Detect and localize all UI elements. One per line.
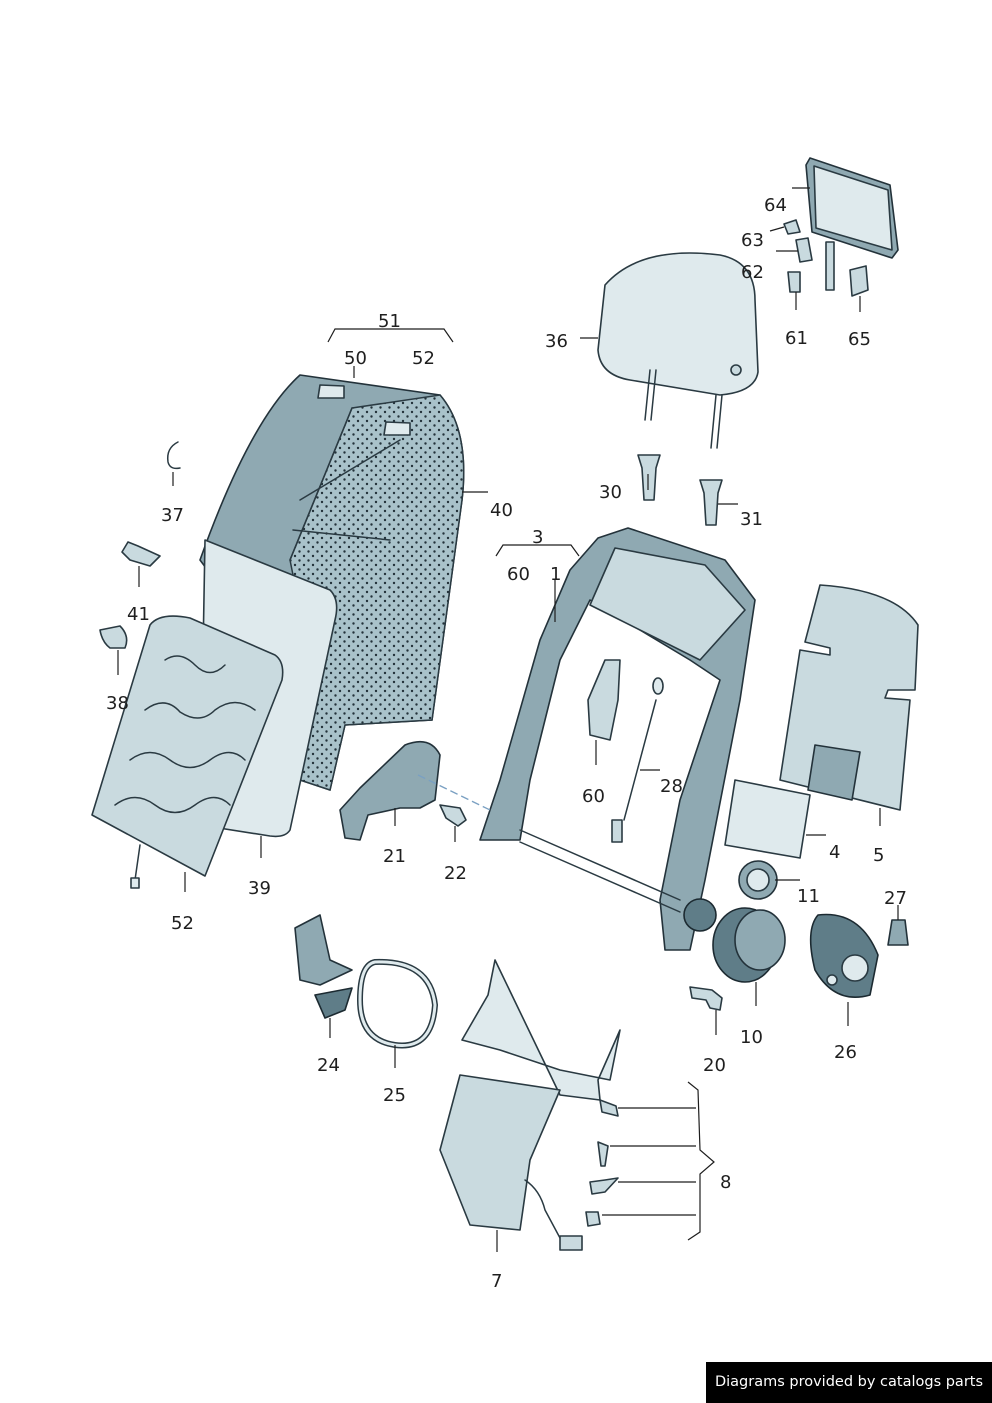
seat-mat-part [439,959,621,1251]
label-37: 37 [161,505,184,526]
label-22: 22 [444,863,467,884]
ratchet-part [738,860,778,900]
headrest-guide-30-part [637,454,661,501]
label-36: 36 [545,331,568,352]
panel-64-part [805,157,899,259]
nut-63-part [783,219,801,235]
label-25: 25 [383,1085,406,1106]
label-51: 51 [378,311,401,332]
label-26: 26 [834,1042,857,1063]
ring-25-part [356,958,439,1049]
label-10: 10 [740,1027,763,1048]
screw-22-part [439,804,467,827]
label-61: 61 [785,328,808,349]
label-62: 62 [741,262,764,283]
bracket-62-part [795,237,813,263]
label-41: 41 [127,604,150,625]
headrest-part [597,252,759,449]
label-11: 11 [797,886,820,907]
label-27: 27 [884,888,907,909]
label-38: 38 [106,693,129,714]
seat-frame-part [479,527,756,951]
label-8: 8 [720,1172,731,1193]
bolt-part [689,986,723,1011]
side-trim-part [339,740,441,841]
leader-lines [117,187,899,1252]
label-50: 50 [344,348,367,369]
label-20: 20 [703,1055,726,1076]
label-5: 5 [873,845,884,866]
clip-41-part [121,541,161,567]
cap-part [809,913,879,999]
headrest-guide-31-part [699,479,723,526]
label-52-bottom: 52 [171,913,194,934]
trim-24-part [294,914,353,1019]
heating-mat-part [91,615,284,889]
label-60-mid: 60 [582,786,605,807]
foam-insert-part [724,779,811,859]
knob-part [712,907,786,983]
label-1: 1 [550,564,561,585]
label-24: 24 [317,1055,340,1076]
label-3: 3 [532,527,543,548]
backrest-cover-part [199,374,465,791]
label-64: 64 [764,195,787,216]
label-40: 40 [490,500,513,521]
label-30: 30 [599,482,622,503]
credit-footer: Diagrams provided by catalogs parts [706,1362,992,1403]
screw-61-part [787,271,801,293]
label-31: 31 [740,509,763,530]
label-28: 28 [660,776,683,797]
backpanel-part [779,584,919,811]
label-65: 65 [848,329,871,350]
lumbar-adjuster-part [587,659,621,741]
button-27-part [887,919,909,946]
clip-37-part [166,441,181,470]
label-63: 63 [741,230,764,251]
clip-65-part [849,265,869,297]
hardware-set-part [585,1099,619,1227]
label-60-top: 60 [507,564,530,585]
label-7: 7 [491,1271,502,1292]
label-21: 21 [383,846,406,867]
label-39: 39 [248,878,271,899]
stud-part [825,241,835,291]
cable-part [611,677,664,843]
label-52-top: 52 [412,348,435,369]
clip-38-part [99,625,128,649]
label-4: 4 [829,842,840,863]
